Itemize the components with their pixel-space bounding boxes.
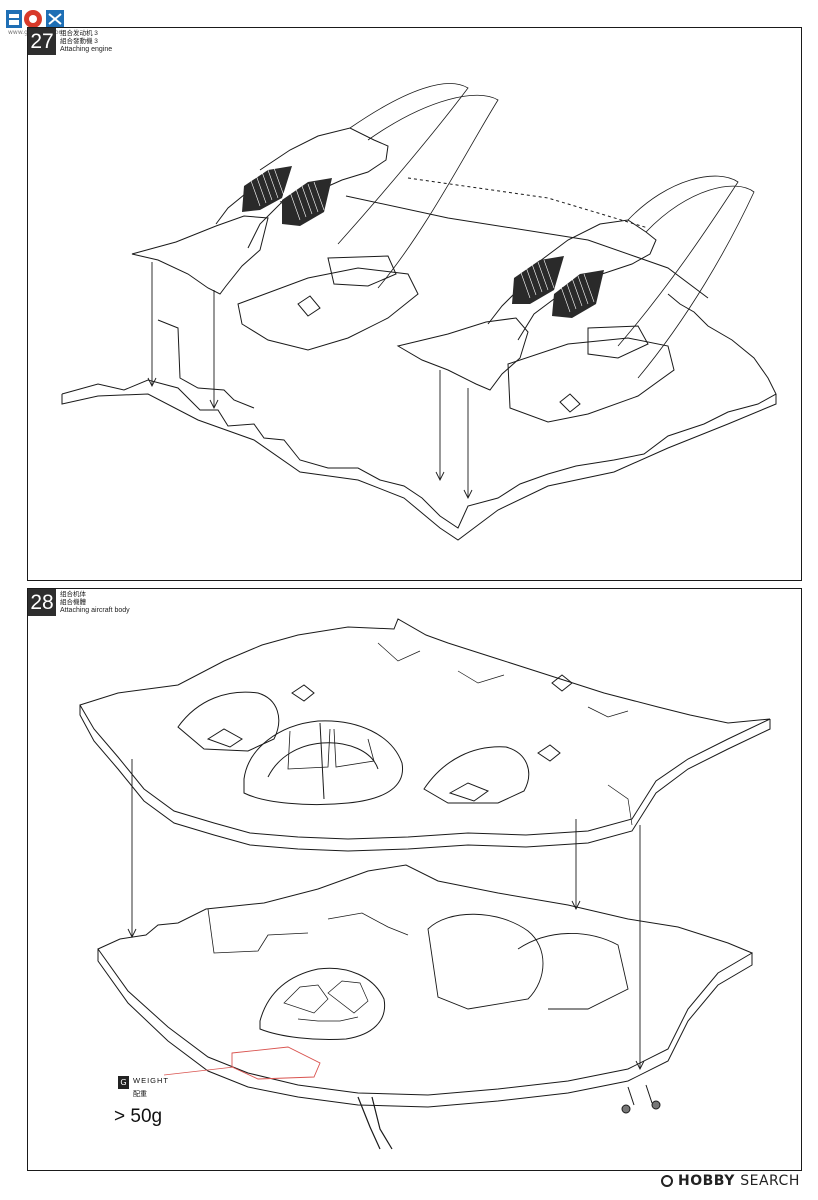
weight-icon: G bbox=[118, 1076, 129, 1089]
weight-label: WEIGHT bbox=[133, 1076, 169, 1085]
body-attachment-illustration bbox=[79, 618, 771, 1150]
step-number: 28 bbox=[28, 589, 56, 616]
caption-cn-simplified: 组合机体 bbox=[60, 591, 86, 598]
caption-cn-traditional: 組合發動機 3 bbox=[60, 38, 98, 45]
step-caption: 组合发动机 3 組合發動機 3 Attaching engine bbox=[60, 30, 112, 54]
weight-label-cn: 配重 bbox=[133, 1091, 147, 1098]
hobbysearch-suffix: SEARCH bbox=[740, 1173, 800, 1189]
caption-en: Attaching aircraft body bbox=[60, 607, 130, 614]
step-28-panel: 28 组合机体 組合機體 Attaching aircraft body bbox=[27, 588, 802, 1171]
caption-en: Attaching engine bbox=[60, 46, 113, 53]
hobbysearch-brand: HOBBY bbox=[678, 1173, 735, 1189]
weight-value: > 50g bbox=[114, 1106, 163, 1127]
caption-cn-simplified: 组合发动机 3 bbox=[60, 30, 98, 37]
step-27-panel: 27 组合发动机 3 組合發動機 3 Attaching engine bbox=[27, 27, 802, 581]
hobbysearch-text: HOBBY SEARCH bbox=[678, 1173, 800, 1189]
site-logo bbox=[6, 10, 64, 28]
hobbysearch-badge: HOBBY SEARCH bbox=[661, 1173, 811, 1191]
engine-attachment-illustration bbox=[61, 83, 777, 541]
step-number: 27 bbox=[28, 28, 56, 55]
hobbysearch-icon bbox=[661, 1175, 673, 1187]
step-caption: 组合机体 組合機體 Attaching aircraft body bbox=[60, 591, 130, 615]
caption-cn-traditional: 組合機體 bbox=[60, 599, 86, 606]
